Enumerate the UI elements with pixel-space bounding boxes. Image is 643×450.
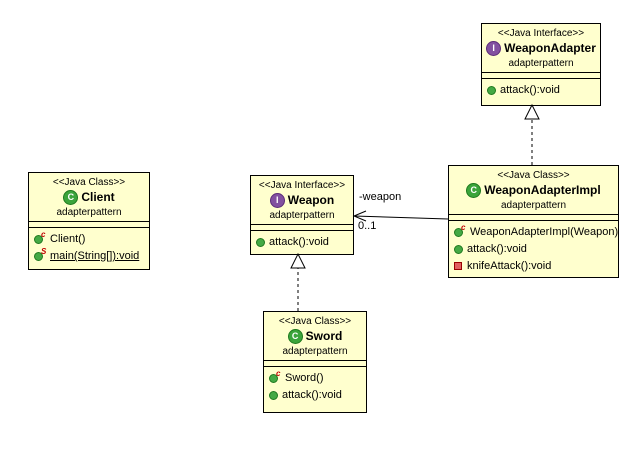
interface-box-weapon[interactable]: <<Java Interface>> I Weapon adapterpatte…: [250, 175, 354, 255]
member-label: WeaponAdapterImpl(Weapon): [470, 226, 619, 238]
interface-box-weapon-adapter[interactable]: <<Java Interface>> I WeaponAdapter adapt…: [481, 23, 601, 106]
stereotype-label: <<Java Class>>: [52, 177, 126, 188]
realization-triangle-adapter: [524, 103, 540, 120]
member-label: attack():void: [467, 243, 527, 255]
attributes-compartment: [264, 360, 366, 367]
private-method-icon: [454, 261, 463, 271]
class-name: Client: [81, 190, 115, 204]
interface-icon: I: [269, 193, 285, 208]
member-label: main(String[]):void: [50, 250, 140, 262]
class-name: Sword: [305, 329, 343, 343]
member-row: c WeaponAdapterImpl(Weapon): [454, 224, 618, 239]
constructor-method-icon: c: [34, 231, 46, 244]
class-box-weapon-adapter-impl[interactable]: <<Java Class>> C WeaponAdapterImpl adapt…: [448, 165, 619, 278]
association-role-label: -weapon: [359, 191, 402, 203]
association-edge-impl-weapon[interactable]: [353, 215, 449, 220]
interface-name: WeaponAdapter: [504, 41, 596, 55]
member-label: knifeAttack():void: [467, 260, 552, 272]
member-row: attack():void: [454, 242, 613, 256]
member-row: attack():void: [269, 388, 361, 402]
member-label: attack():void: [282, 389, 342, 401]
attributes-compartment: [251, 224, 353, 231]
methods-compartment: c Sword() attack():void: [264, 367, 366, 412]
member-label: Sword(): [285, 372, 324, 384]
member-label: attack():void: [500, 84, 560, 96]
attributes-compartment: [449, 214, 618, 221]
package-label: adapterpattern: [56, 207, 122, 218]
class-header: <<Java Class>> C Sword adapterpattern: [264, 312, 366, 360]
class-icon: C: [287, 329, 303, 344]
methods-compartment: c WeaponAdapterImpl(Weapon) attack():voi…: [449, 221, 618, 277]
package-label: adapterpattern: [282, 346, 348, 357]
interface-name: Weapon: [287, 193, 335, 207]
class-header: <<Java Class>> C WeaponAdapterImpl adapt…: [449, 166, 618, 214]
stereotype-label: <<Java Interface>>: [258, 180, 346, 191]
class-box-sword[interactable]: <<Java Class>> C Sword adapterpattern c …: [263, 311, 367, 413]
methods-compartment: c Client() S main(String[]):void: [29, 228, 149, 269]
constructor-method-icon: c: [269, 370, 281, 383]
realization-triangle-weapon: [290, 252, 306, 269]
stereotype-label: <<Java Class>>: [278, 316, 352, 327]
class-icon: C: [63, 190, 79, 205]
class-icon: C: [466, 183, 482, 198]
package-label: adapterpattern: [500, 200, 567, 211]
public-method-icon: [487, 85, 496, 95]
association-multiplicity-label: 0..1: [358, 220, 377, 232]
member-label: attack():void: [269, 236, 329, 248]
attributes-compartment: [29, 221, 149, 228]
stereotype-label: <<Java Class>>: [497, 170, 570, 181]
interface-icon: I: [486, 41, 502, 56]
package-label: adapterpattern: [508, 58, 574, 69]
public-method-icon: [454, 244, 463, 254]
constructor-method-icon: c: [454, 224, 466, 237]
public-method-icon: [269, 390, 278, 400]
class-header: <<Java Class>> C Client adapterpattern: [29, 173, 149, 221]
methods-compartment: attack():void: [251, 231, 353, 254]
class-header: <<Java Interface>> I WeaponAdapter adapt…: [482, 24, 600, 72]
member-row: c Client(): [34, 231, 144, 246]
stereotype-label: <<Java Interface>>: [497, 28, 585, 39]
member-row: c Sword(): [269, 370, 361, 385]
member-row: attack():void: [487, 83, 595, 97]
public-method-icon: [256, 237, 265, 247]
class-name: WeaponAdapterImpl: [484, 183, 601, 197]
member-row: S main(String[]):void: [34, 248, 144, 263]
class-box-client[interactable]: <<Java Class>> C Client adapterpattern c…: [28, 172, 150, 270]
member-row: attack():void: [256, 235, 348, 249]
package-label: adapterpattern: [269, 210, 335, 221]
class-header: <<Java Interface>> I Weapon adapterpatte…: [251, 176, 353, 224]
static-method-icon: S: [34, 248, 46, 261]
member-label: Client(): [50, 233, 86, 245]
attributes-compartment: [482, 72, 600, 79]
methods-compartment: attack():void: [482, 79, 600, 105]
member-row: knifeAttack():void: [454, 259, 613, 273]
